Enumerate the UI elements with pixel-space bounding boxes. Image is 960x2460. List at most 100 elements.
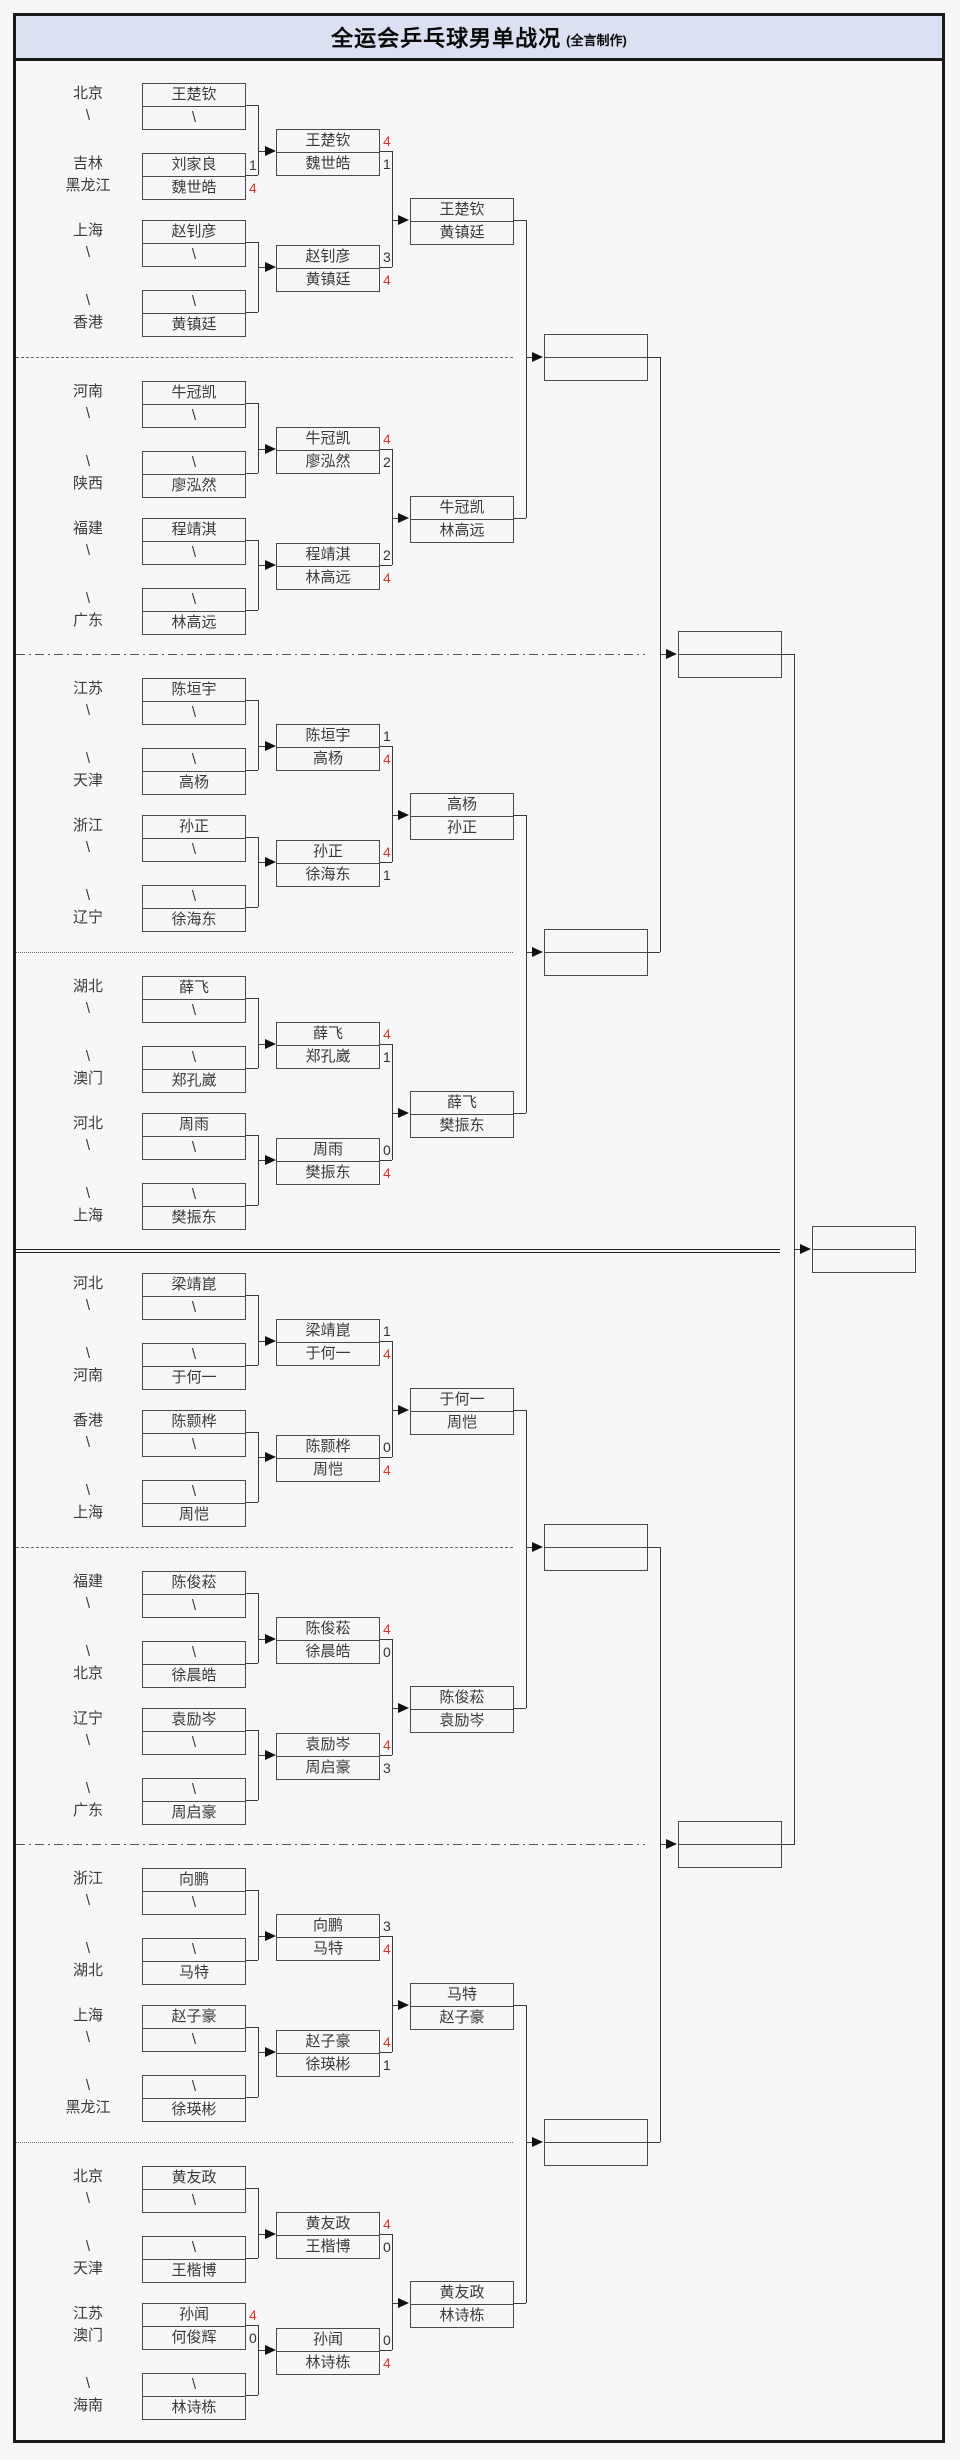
section-6-round2-match-2: 袁励岑周启豪 [276, 1733, 380, 1780]
connector-line [647, 357, 660, 358]
connector-line [513, 2303, 526, 2304]
arrowhead [532, 947, 543, 957]
section-8-round1-match-1-player-1: 黄友政 [171, 2169, 217, 2186]
section-7-round1-match-2: \马特 [142, 1938, 246, 1985]
section-2-round3-match: 牛冠凯林高远 [410, 496, 514, 543]
section-8-round1-match-3-player-2: 何俊辉 [143, 2326, 245, 2349]
connector-line [392, 1044, 393, 1160]
section-4-round3-match-player-2: 樊振东 [411, 1114, 513, 1137]
section-3-round2-match-2: 孙正徐海东 [276, 840, 380, 887]
section-6-round1-match-4-player-2: 周启豪 [143, 1801, 245, 1824]
section-6-round3-match-player-1: 陈俊菘 [439, 1689, 485, 1706]
section-6-round1-match-3-player-2: \ [143, 1731, 245, 1754]
section-7-round2-match-1-score-1: 3 [383, 1918, 391, 1934]
connector-line [246, 2325, 258, 2326]
section-2-round3-match-player-2: 林高远 [411, 519, 513, 542]
section-8-round3-match: 黄友政林诗栋 [410, 2281, 514, 2328]
section-2-round3-match-player-1: 牛冠凯 [439, 499, 485, 516]
section-3-round2-match-1-player-1: 陈垣宇 [305, 727, 351, 744]
connector-line [246, 770, 258, 771]
section-1-province-label: 北京 [72, 85, 103, 102]
section-6-round2-match-2-score-2: 3 [383, 1760, 391, 1776]
connector-line [246, 312, 258, 313]
section-1-round3-match: 王楚钦黄镇廷 [410, 198, 514, 245]
section-8-round1-match-4: \林诗栋 [142, 2373, 246, 2420]
connector-line [258, 403, 259, 473]
section-separator-5 [16, 1547, 513, 1548]
section-4-round1-match-1-player-2: \ [143, 999, 245, 1022]
section-8-round1-match-4-player-1: \ [191, 2376, 197, 2393]
semifinal-match-2 [678, 1821, 782, 1868]
connector-line [647, 952, 660, 953]
section-4-round2-match-2-score-1: 0 [383, 1142, 391, 1158]
section-8-province-label: 天津 [72, 2260, 103, 2277]
section-1-province-label: \ [85, 292, 91, 309]
section-6-province-label: \ [85, 1780, 91, 1797]
section-3-province-label: 辽宁 [72, 909, 103, 926]
section-6-province-label: \ [85, 1732, 91, 1749]
section-7-round1-match-3-player-1: 赵子豪 [171, 2008, 217, 2025]
section-6-round2-match-1-score-1: 4 [383, 1621, 391, 1637]
connector-line [380, 746, 392, 747]
section-2-province-label: 福建 [72, 520, 103, 537]
section-2-round1-match-4-player-2: 林高远 [143, 611, 245, 634]
connector-line [246, 1068, 258, 1069]
section-8-round1-match-2: \王楷博 [142, 2236, 246, 2283]
connector-line [258, 105, 259, 175]
connector-line [513, 518, 526, 519]
quarterfinal-match-2 [544, 929, 648, 976]
section-5-round3-match-player-2: 周恺 [411, 1411, 513, 1434]
connector-line [246, 1295, 258, 1296]
section-5-round1-match-1: 梁靖崑\ [142, 1273, 246, 1320]
connector-line [246, 175, 258, 176]
section-4-round1-match-4-player-2: 樊振东 [143, 1206, 245, 1229]
connector-line [380, 267, 392, 268]
connector-line [392, 815, 399, 816]
connector-line [513, 1113, 526, 1114]
section-6-round3-match-player-2: 袁励岑 [411, 1709, 513, 1732]
connector-line [392, 746, 393, 862]
section-6-round1-match-4: \周启豪 [142, 1778, 246, 1825]
section-7-round1-match-2-player-2: 马特 [143, 1961, 245, 1984]
section-7-round2-match-2-score-2: 1 [383, 2057, 391, 2073]
section-separator-3 [16, 952, 513, 953]
section-4-round1-match-2-player-1: \ [191, 1049, 197, 1066]
section-5-province-label: 河北 [72, 1275, 103, 1292]
arrowhead [398, 215, 409, 225]
quarterfinal-match-2-player-1 [545, 930, 647, 952]
semifinal-match-1 [678, 631, 782, 678]
section-5-round1-match-4: \周恺 [142, 1480, 246, 1527]
connector-line [258, 267, 266, 268]
section-8-round1-match-2-player-1: \ [191, 2239, 197, 2256]
section-1-round1-match-3-player-1: 赵钊彦 [171, 223, 217, 240]
section-3-province-label: \ [85, 750, 91, 767]
section-6-round1-match-2-player-1: \ [191, 1644, 197, 1661]
section-6-province-label: 辽宁 [72, 1710, 103, 1727]
quarterfinal-match-4-player-1 [545, 2120, 647, 2142]
connector-line [526, 815, 527, 1113]
section-8-round2-match-1-player-2: 王楷博 [277, 2235, 379, 2258]
section-5-round1-match-1-player-1: 梁靖崑 [171, 1276, 217, 1293]
section-6-round1-match-1: 陈俊菘\ [142, 1571, 246, 1618]
connector-line [647, 2142, 660, 2143]
section-3-round1-match-4-player-1: \ [191, 888, 197, 905]
connector-line [258, 746, 266, 747]
section-7-round2-match-2: 赵子豪徐瑛彬 [276, 2030, 380, 2077]
section-8-province-label: 海南 [72, 2397, 103, 2414]
section-5-province-label: 河南 [72, 1367, 103, 1384]
section-7-province-label: 浙江 [72, 1870, 103, 1887]
section-3-round1-match-2-player-1: \ [191, 751, 197, 768]
section-7-round3-match-player-2: 赵子豪 [411, 2006, 513, 2029]
section-3-round1-match-1: 陈垣宇\ [142, 678, 246, 725]
section-1-province-label: \ [85, 244, 91, 261]
section-3-round2-match-1-player-2: 高杨 [277, 747, 379, 770]
section-5-province-label: 香港 [72, 1412, 103, 1429]
section-5-round2-match-1-player-1: 梁靖崑 [305, 1322, 351, 1339]
section-4-round1-match-4: \ 樊振东 [142, 1183, 246, 1230]
section-4-round1-match-4-player-1: \ [191, 1186, 197, 1203]
section-6-province-label: \ [85, 1643, 91, 1660]
section-5-round2-match-2-score-2: 4 [383, 1462, 391, 1478]
connector-line [258, 151, 266, 152]
section-2-round1-match-1-player-1: 牛冠凯 [171, 384, 217, 401]
connector-line [246, 700, 258, 701]
